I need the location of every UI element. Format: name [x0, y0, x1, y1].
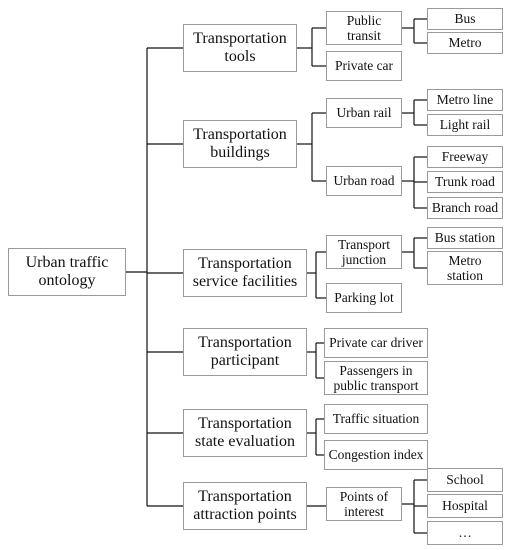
leaf-branch-road: Branch road: [427, 197, 503, 219]
sub-points-of-interest: Points of interest: [326, 487, 402, 521]
leaf-bus-station: Bus station: [427, 227, 503, 249]
leaf-light-rail: Light rail: [427, 114, 503, 136]
leaf-ellipsis: …: [427, 521, 503, 545]
sub-public-transit: Public transit: [326, 11, 402, 45]
root-node: Urban traffic ontology: [8, 248, 126, 296]
category-transportation-service-facilities: Transportation service facilities: [183, 249, 307, 297]
category-transportation-participant: Transportation participant: [183, 328, 307, 376]
category-transportation-tools: Transportation tools: [183, 24, 297, 72]
leaf-freeway: Freeway: [427, 146, 503, 168]
leaf-bus: Bus: [427, 8, 503, 30]
sub-congestion-index: Congestion index: [324, 440, 428, 470]
category-transportation-attraction-points: Transportation attraction points: [183, 482, 307, 530]
leaf-metro-station: Metro station: [427, 251, 503, 285]
leaf-hospital: Hospital: [427, 494, 503, 518]
leaf-metro-line: Metro line: [427, 89, 503, 111]
sub-urban-road: Urban road: [326, 166, 402, 196]
sub-private-car-driver: Private car driver: [324, 328, 428, 358]
leaf-metro: Metro: [427, 32, 503, 54]
sub-private-car: Private car: [326, 51, 402, 81]
sub-parking-lot: Parking lot: [326, 283, 402, 313]
sub-passengers-in-public-transport: Passengers in public transport: [324, 361, 428, 395]
category-transportation-buildings: Transportation buildings: [183, 120, 297, 168]
sub-traffic-situation: Traffic situation: [324, 404, 428, 434]
leaf-trunk-road: Trunk road: [427, 171, 503, 193]
leaf-school: School: [427, 468, 503, 492]
sub-urban-rail: Urban rail: [326, 98, 402, 128]
sub-transport-junction: Transport junction: [326, 235, 402, 269]
category-transportation-state-evaluation: Transportation state evaluation: [183, 409, 307, 457]
